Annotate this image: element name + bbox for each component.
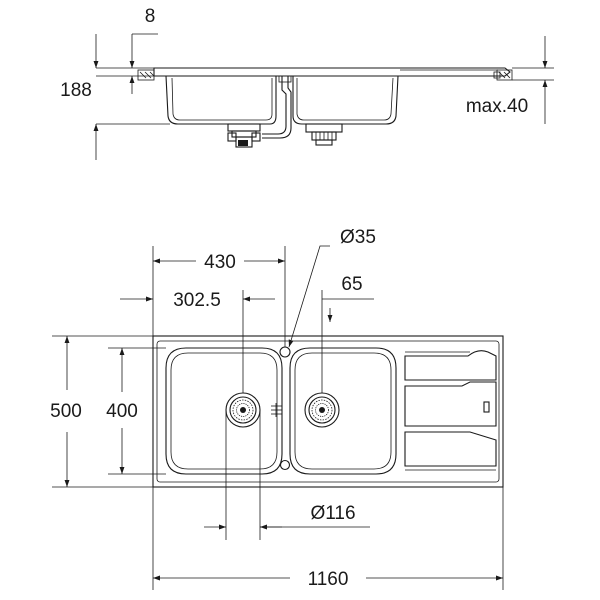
tap-hole — [279, 346, 291, 358]
dim-countertop-max-label: max.40 — [466, 96, 528, 117]
dim-waste-diameter: Ø116 — [204, 410, 370, 540]
sink-rim — [153, 67, 511, 79]
drainer-notch — [483, 401, 490, 413]
dim-waste-offset-label: 302.5 — [173, 290, 221, 311]
sink-outline — [152, 335, 504, 488]
dim-bowl-center-spacing-label: 430 — [204, 252, 236, 273]
left-waste-fitting — [227, 123, 261, 148]
dim-overall-depth-label: 500 — [50, 401, 82, 422]
dim-tap-hole-diameter-label: Ø35 — [340, 227, 376, 248]
left-waste-strainer — [225, 392, 261, 428]
dim-bowl-depth-label: 400 — [106, 401, 138, 422]
right-bowl — [289, 347, 397, 475]
side-view: 8 188 max.40 — [60, 6, 554, 160]
dim-height: 188 — [60, 34, 170, 160]
left-bowl — [165, 347, 283, 475]
dim-rim-thickness: 8 — [96, 6, 158, 94]
dim-waste-diameter-label: Ø116 — [310, 503, 355, 524]
dim-rim-thickness-label: 8 — [145, 6, 156, 27]
dim-countertop-max: max.40 — [466, 36, 554, 124]
dim-height-label: 188 — [60, 80, 92, 101]
overflow-pipe — [262, 75, 292, 139]
dim-bowl-depth: 400 — [106, 347, 166, 475]
countertop-left — [137, 69, 155, 81]
dim-overall-depth: 500 — [50, 335, 153, 488]
top-view: 430 302.5 Ø35 65 500 — [50, 227, 504, 590]
right-waste-fitting — [305, 123, 343, 146]
right-waste-strainer — [304, 392, 340, 428]
dim-tap-hole-offset-label: 65 — [341, 274, 362, 295]
dim-tap-hole-diameter: Ø35 — [288, 227, 376, 348]
side-bowls — [165, 75, 399, 125]
dim-overall-width-label: 1160 — [308, 569, 349, 590]
dim-bowl-center-spacing: 430 — [152, 246, 286, 347]
overflow-channel — [271, 403, 282, 417]
drainer-board — [404, 350, 497, 471]
dim-waste-offset: 302.5 — [120, 290, 275, 393]
dim-tap-hole-offset: 65 — [321, 274, 374, 393]
overflow-hole — [279, 459, 291, 471]
dim-overall-width: 1160 — [152, 487, 504, 590]
